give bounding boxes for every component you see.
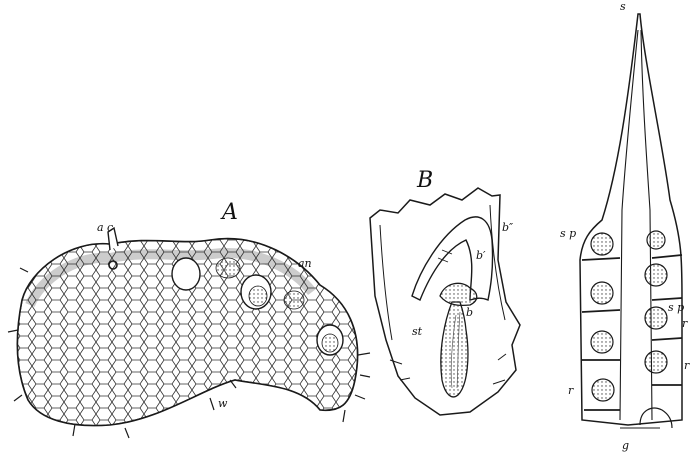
- drawing-a-thallus: [8, 228, 370, 438]
- label-s: s: [620, 1, 626, 12]
- label-r-right-upper: r: [682, 318, 687, 329]
- label-b: b: [466, 307, 473, 318]
- label-st: st: [412, 326, 422, 337]
- label-w: w: [218, 398, 227, 409]
- label-sp-left: s p: [560, 228, 576, 239]
- label-a: A: [222, 202, 238, 224]
- label-b-prime: b′: [476, 250, 486, 261]
- label-b: B: [417, 170, 433, 192]
- label-r-right-lower: r: [684, 360, 689, 371]
- drawing-b-sporophyte: [370, 188, 520, 415]
- drawing-c-sporangium: [580, 14, 682, 428]
- label-sp-right: s p: [668, 302, 684, 313]
- label-an: an: [298, 258, 312, 269]
- label-r-left: r: [568, 385, 573, 396]
- label-ac: a c: [97, 222, 113, 233]
- label-g: g: [622, 440, 629, 451]
- label-b-double-prime: b″: [502, 222, 513, 233]
